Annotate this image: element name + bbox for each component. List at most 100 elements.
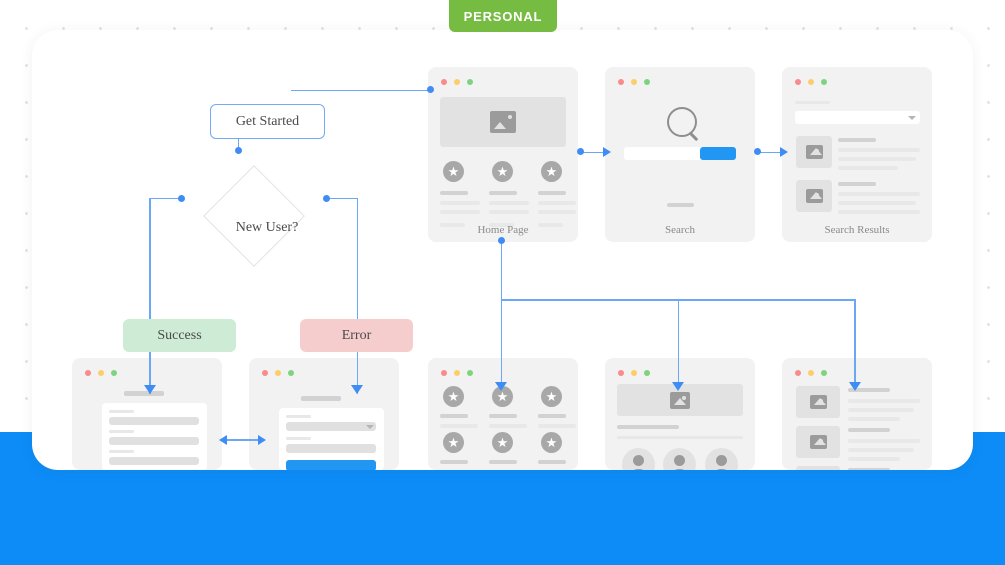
arrow-left-forms	[219, 435, 227, 445]
image-placeholder-icon	[440, 97, 566, 147]
text-line	[489, 223, 514, 227]
text-line	[617, 425, 679, 429]
search-icon	[667, 107, 697, 137]
card-team-profile[interactable]	[605, 358, 755, 470]
field-label-line	[109, 450, 134, 453]
text-line	[848, 388, 890, 392]
node-success-label: Success	[157, 327, 202, 343]
connector-branch-1	[500, 299, 503, 385]
text-line	[848, 457, 900, 461]
text-line	[440, 201, 480, 205]
window-dot-red	[85, 370, 91, 376]
text-line	[848, 448, 914, 452]
text-line	[848, 399, 920, 403]
text-line	[838, 201, 916, 205]
text-line	[538, 460, 566, 464]
node-get-started[interactable]: Get Started	[210, 104, 325, 139]
window-dot-green	[288, 370, 294, 376]
text-line	[489, 460, 517, 464]
connector-dot-search-right	[754, 148, 761, 155]
arrow-into-form-left	[144, 385, 156, 394]
arrow-into-grid	[495, 382, 507, 391]
star-icon: ★	[541, 432, 562, 453]
connector-dot-home-right	[577, 148, 584, 155]
image-placeholder-icon	[796, 136, 832, 168]
image-placeholder-icon	[796, 426, 840, 458]
card-list[interactable]	[782, 358, 932, 470]
connector-success-branch-v	[149, 197, 151, 394]
form-input[interactable]	[109, 417, 199, 425]
text-line	[838, 182, 876, 186]
window-dot-yellow	[454, 79, 460, 85]
window-dot-green	[644, 370, 650, 376]
connector-search-to-results	[760, 151, 782, 154]
card-home-page-label: Home Page	[477, 224, 529, 236]
arrow-into-search	[603, 147, 611, 157]
arrow-into-results	[780, 147, 788, 157]
form-input[interactable]	[109, 437, 199, 445]
arrow-into-form-right	[351, 385, 363, 394]
form-input[interactable]	[109, 457, 199, 465]
node-error[interactable]: Error	[300, 319, 413, 352]
window-dots	[618, 370, 650, 376]
window-dots	[262, 370, 294, 376]
image-placeholder-icon	[796, 386, 840, 418]
person-icon	[663, 448, 696, 470]
text-line	[848, 428, 890, 432]
star-icon: ★	[443, 432, 464, 453]
text-line	[848, 468, 890, 470]
node-success[interactable]: Success	[123, 319, 236, 352]
window-dot-red	[441, 79, 447, 85]
connector-decision-right-h	[326, 197, 358, 200]
card-search[interactable]: Search	[605, 67, 755, 242]
card-search-results[interactable]: Search Results	[782, 67, 932, 242]
connector-home-down	[500, 240, 503, 300]
card-form-right[interactable]	[249, 358, 399, 470]
connector-dot-home-bottom	[498, 237, 505, 244]
star-icon: ★	[492, 432, 513, 453]
connector-dot-decision-left	[178, 195, 185, 202]
text-line	[617, 436, 743, 439]
text-line	[538, 201, 576, 205]
person-icon	[705, 448, 738, 470]
results-dropdown[interactable]	[795, 111, 920, 124]
search-button[interactable]	[700, 147, 736, 160]
text-line	[440, 191, 468, 195]
window-dots	[795, 370, 827, 376]
connector-start-to-home	[291, 89, 431, 92]
card-home-page[interactable]: ★ ★ ★ Home Page	[428, 67, 578, 242]
text-line	[838, 138, 876, 142]
field-label-line	[109, 430, 134, 433]
node-decision-label: New User?	[235, 220, 299, 235]
window-dot-yellow	[275, 370, 281, 376]
form-input[interactable]	[286, 444, 376, 453]
card-feature-grid[interactable]: ★ ★ ★ ★ ★ ★	[428, 358, 578, 470]
text-line	[838, 210, 920, 214]
connector-dot-decision-top	[235, 147, 242, 154]
form-select[interactable]	[286, 422, 376, 431]
card-search-label: Search	[665, 224, 695, 236]
connector-branch-2	[677, 299, 680, 385]
text-line	[538, 414, 566, 418]
field-label-line	[286, 415, 311, 418]
window-dot-green	[111, 370, 117, 376]
text-line	[848, 408, 914, 412]
text-line	[440, 424, 478, 428]
arrow-into-profile	[672, 382, 684, 391]
card-search-results-label: Search Results	[824, 224, 890, 236]
text-line	[489, 210, 529, 214]
star-icon: ★	[443, 161, 464, 182]
text-line	[838, 166, 898, 170]
connector-dot-home-left	[427, 86, 434, 93]
card-form-left[interactable]	[72, 358, 222, 470]
text-line	[489, 191, 517, 195]
window-dot-red	[262, 370, 268, 376]
window-dots	[441, 79, 473, 85]
window-dot-red	[618, 370, 624, 376]
form-submit-button[interactable]	[286, 460, 376, 470]
node-get-started-label: Get Started	[235, 113, 300, 129]
text-line	[440, 414, 468, 418]
window-dot-red	[441, 370, 447, 376]
window-dot-yellow	[631, 370, 637, 376]
connector-forms-bidirectional	[226, 439, 260, 441]
